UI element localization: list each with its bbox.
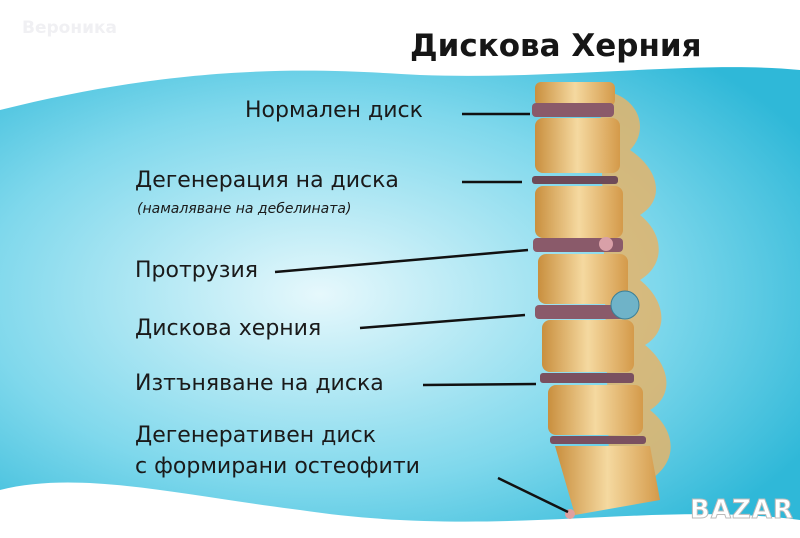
disc-normal (532, 103, 614, 117)
protrusion-bulge (599, 237, 613, 251)
pointer-line-thinning (422, 382, 537, 387)
label-degenerative-line1: Дегенеративен диск (135, 423, 377, 448)
disc-degenerated (532, 176, 618, 184)
label-degenerative-line2: с формирани остеофити (135, 454, 420, 479)
watermark: Вероника (22, 18, 118, 38)
pointer-line-herniation (359, 313, 526, 330)
vertebra (548, 385, 643, 435)
spine-illustration (532, 82, 671, 519)
label-degeneration-note: (намаляване на дебелината) (137, 201, 352, 217)
vertebra (535, 118, 620, 173)
herniation-bulge (610, 290, 640, 320)
disc-degenerative (550, 436, 646, 444)
vertebra (538, 254, 628, 304)
vertebra (535, 82, 615, 106)
label-degeneration: Дегенерация на диска (135, 168, 399, 193)
vertebra (542, 320, 634, 372)
bazar-logo: BAZAR (690, 495, 794, 526)
pointer-lines (274, 112, 569, 514)
label-protrusion: Протрузия (135, 258, 258, 283)
disc-thinned (540, 373, 634, 383)
label-herniation: Дискова херния (135, 316, 322, 341)
vertebra (555, 446, 660, 515)
diagram-title: Дискова Херния (410, 28, 702, 64)
label-thinning: Изтъняване на диска (135, 371, 384, 396)
vertebra (535, 186, 623, 238)
disc-herniation (535, 305, 627, 319)
pointer-line-protrusion (274, 248, 529, 274)
pointer-line-degenerative (497, 476, 569, 514)
label-normal-disc: Нормален диск (245, 98, 423, 123)
